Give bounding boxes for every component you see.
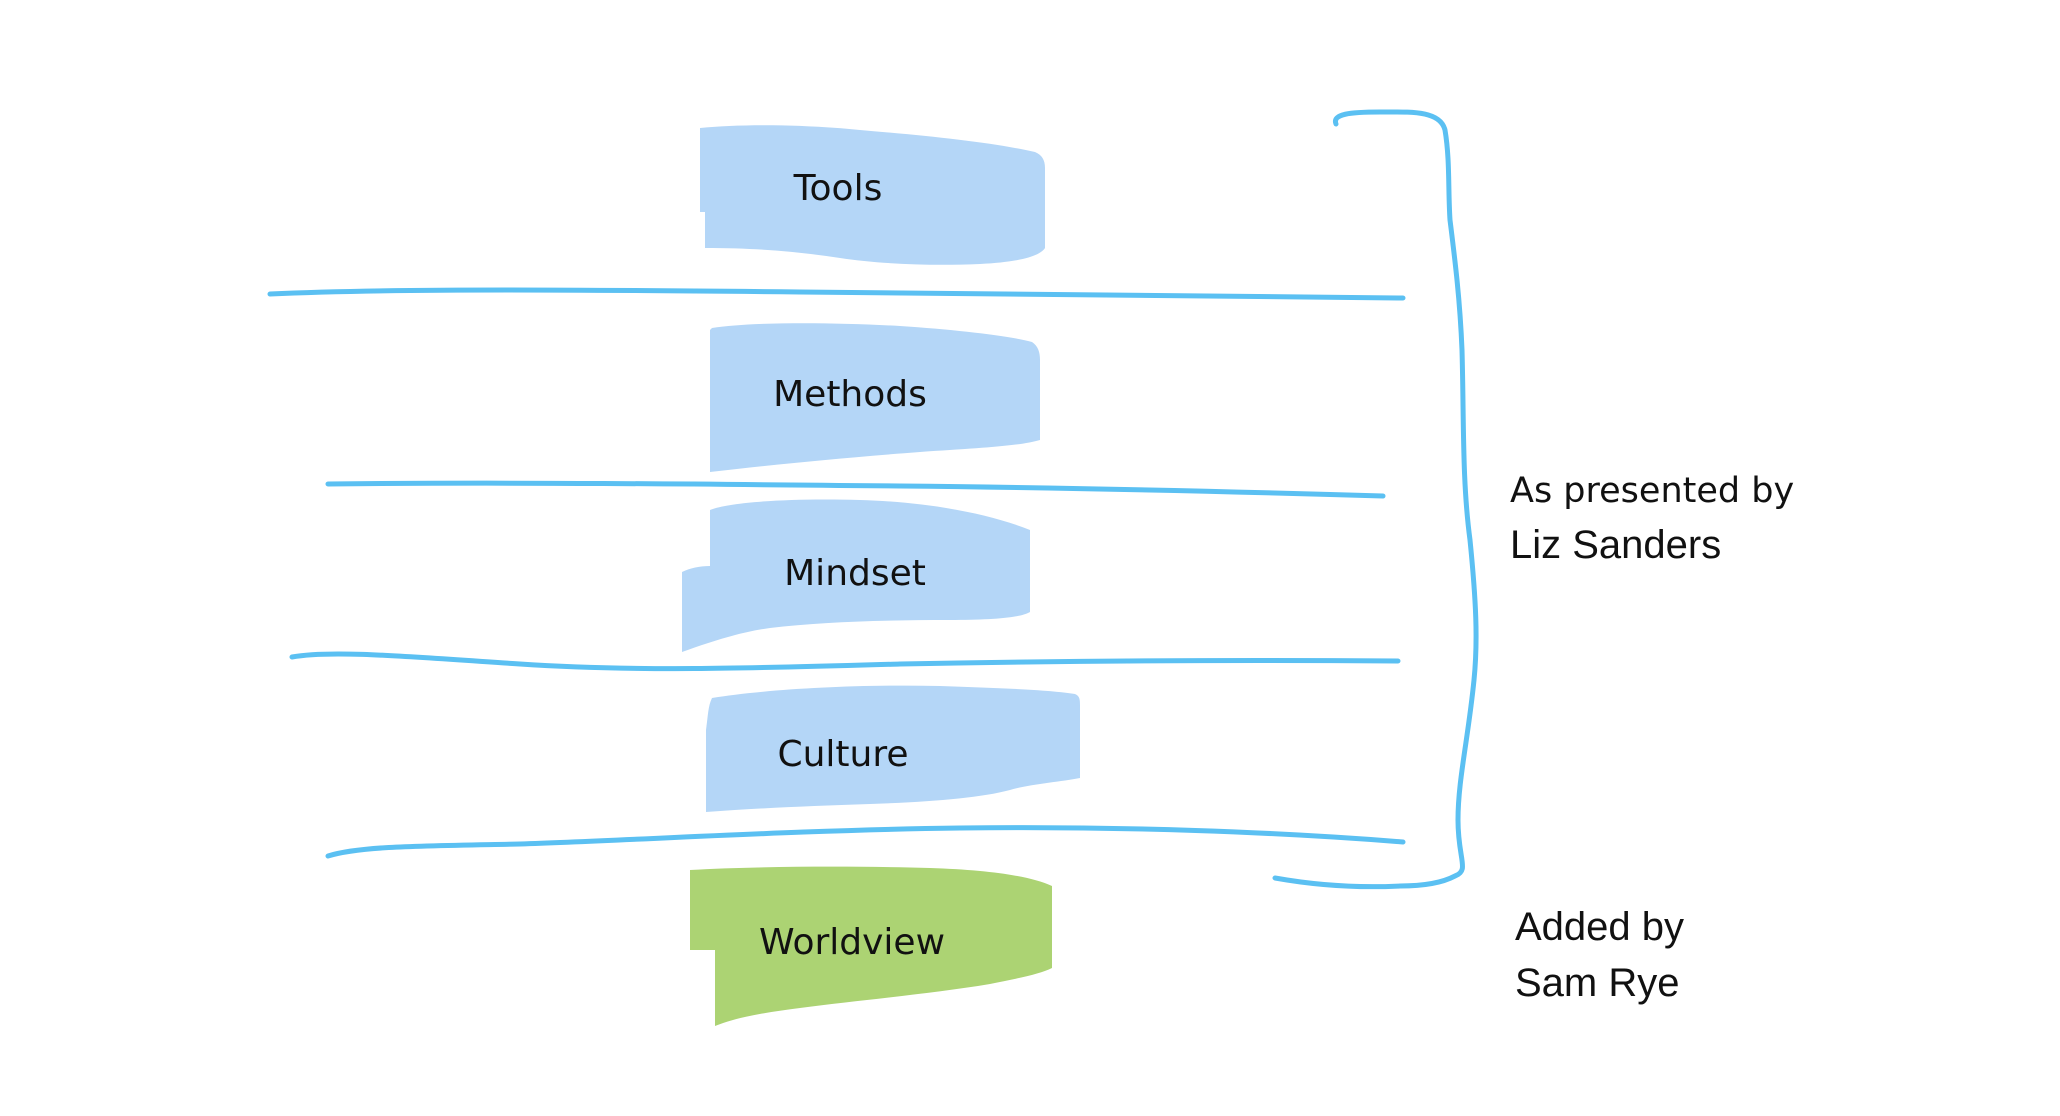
- layer-dividers: [267, 287, 1406, 859]
- layer-culture: Culture: [706, 685, 1080, 812]
- layer-mindset: Mindset: [682, 499, 1030, 652]
- tools-label: Tools: [793, 168, 883, 209]
- divider-line: [325, 480, 1386, 499]
- added-by-name: Sam Rye: [1515, 961, 1680, 1005]
- layer-methods: Methods: [710, 323, 1040, 472]
- mindset-shape: [682, 499, 1030, 652]
- presenter-name: Liz Sanders: [1510, 523, 1721, 567]
- methods-label: Methods: [773, 374, 927, 415]
- worldview-label: Worldview: [759, 922, 945, 963]
- layer-worldview: Worldview: [690, 866, 1052, 1026]
- added-by-text: Added by: [1515, 905, 1684, 949]
- layer-tools: Tools: [700, 125, 1045, 265]
- mindset-label: Mindset: [784, 553, 926, 594]
- presented-by-text: As presented by: [1510, 471, 1794, 511]
- methods-shape: [710, 323, 1040, 472]
- divider-line: [325, 825, 1406, 859]
- grouping-brace: [1272, 109, 1479, 890]
- tools-shape: [700, 125, 1045, 265]
- annotation-presented-by: As presented by Liz Sanders: [1510, 471, 1794, 567]
- annotation-added-by: Added by Sam Rye: [1515, 905, 1684, 1005]
- worldview-shape: [690, 866, 1052, 1026]
- culture-shape: [706, 685, 1080, 812]
- divider-line: [267, 287, 1406, 301]
- divider-line: [289, 651, 1401, 672]
- culture-label: Culture: [777, 734, 908, 775]
